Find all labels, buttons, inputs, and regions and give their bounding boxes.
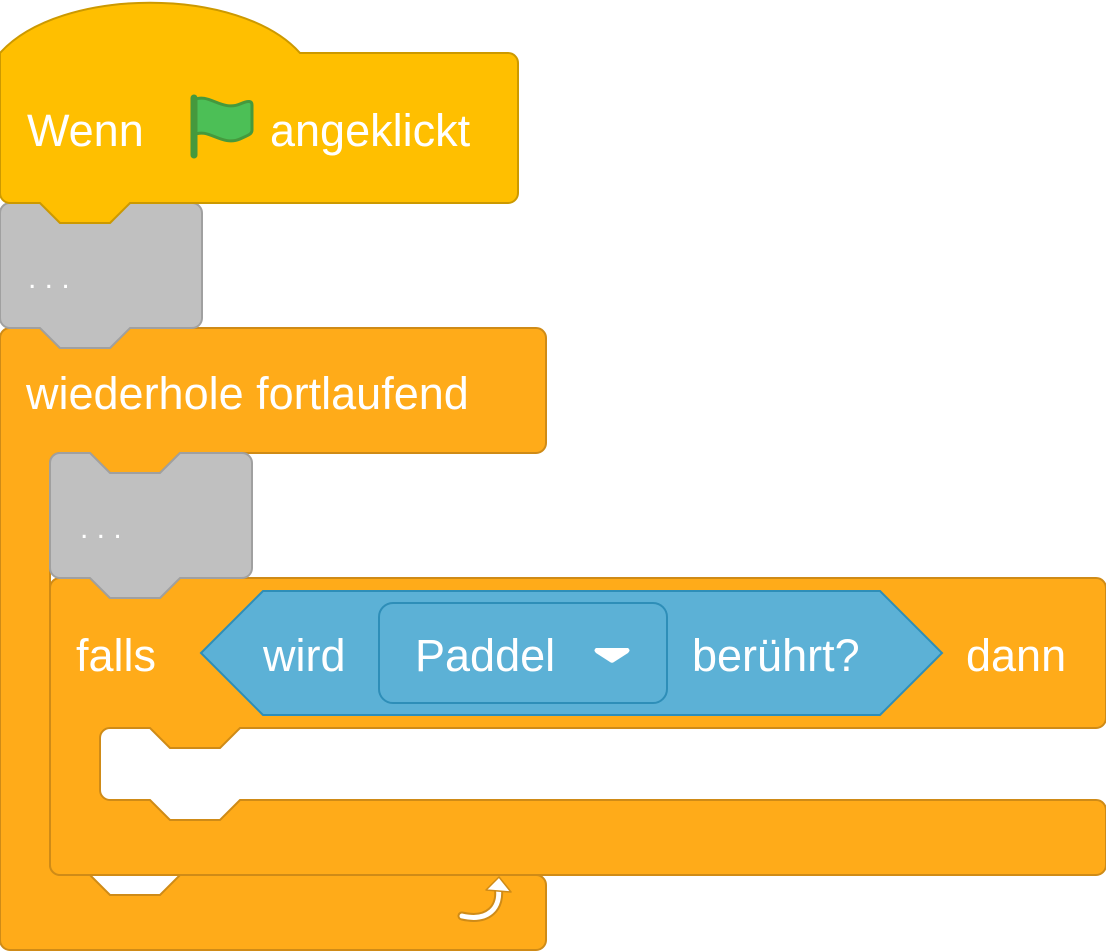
if-label: falls: [76, 630, 156, 681]
placeholder-block[interactable]: . . .: [0, 202, 203, 349]
sprite-dropdown[interactable]: Paddel: [378, 602, 668, 704]
forever-label: wiederhole fortlaufend: [25, 368, 469, 419]
green-flag-icon: [190, 94, 254, 159]
placeholder-block[interactable]: . . .: [49, 452, 253, 599]
when-flag-clicked-block[interactable]: Wenn angeklickt: [0, 1, 519, 224]
touching-condition-block[interactable]: wird Paddel berührt?: [199, 590, 944, 716]
loop-arrow-icon: [457, 876, 512, 922]
hat-block-shape: [0, 1, 519, 224]
hat-label-after: angeklickt: [270, 105, 471, 156]
placeholder-block-shape: [49, 452, 253, 599]
if-block[interactable]: falls dann wird Paddel berührt?: [49, 577, 1106, 876]
condition-label-after: berührt?: [692, 630, 860, 681]
hat-label-before: Wenn: [27, 105, 144, 156]
condition-label-before: wird: [262, 630, 346, 681]
placeholder-label: . . .: [28, 262, 70, 295]
dropdown-value: Paddel: [415, 630, 555, 681]
placeholder-label: . . .: [80, 512, 122, 545]
then-label: dann: [966, 630, 1066, 681]
forever-block[interactable]: wiederhole fortlaufend: [0, 327, 547, 951]
caret-down-icon: [594, 648, 630, 663]
